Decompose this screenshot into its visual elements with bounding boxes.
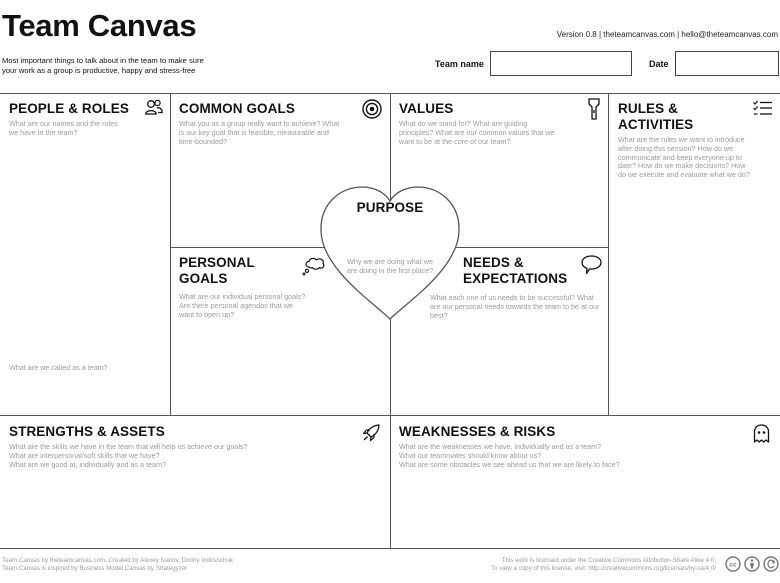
values-title: VALUES — [399, 101, 454, 116]
personal-goals-title-1: PERSONAL — [179, 255, 255, 270]
page-subtitle: Most important things to talk about in t… — [2, 56, 204, 75]
weaknesses-risks-hint-1: What are the weaknesses we have, individ… — [399, 442, 602, 451]
ghost-icon — [753, 424, 770, 443]
rules-activities-title-2: ACTIVITIES — [618, 117, 694, 132]
strengths-assets-hint-3: What are we good at, individually and as… — [9, 459, 167, 469]
needs-expectations-section[interactable]: NEEDS & EXPECTATIONS — [463, 255, 603, 287]
cc-icon: cc — [725, 556, 741, 572]
by-icon — [744, 556, 760, 572]
grid-line-v2 — [390, 93, 391, 548]
thought-bubble-icon — [302, 257, 325, 276]
footer-license: This work is licensed under the Creative… — [491, 557, 716, 572]
page-title: Team Canvas — [2, 8, 197, 43]
rules-activities-hint: What are the rules we want to introduce … — [618, 135, 750, 180]
date-label: Date — [649, 59, 669, 69]
people-icon — [145, 99, 163, 115]
grid-line-v3 — [608, 93, 609, 415]
common-goals-section[interactable]: COMMON GOALS What you as a group really … — [179, 101, 359, 146]
purpose-heart[interactable] — [319, 185, 461, 323]
grid-line-bottom — [0, 548, 780, 549]
rocket-icon — [362, 424, 380, 442]
checklist-icon — [753, 100, 772, 115]
needs-expectations-hint: What each one of us needs to be successf… — [430, 293, 600, 320]
strengths-assets-title: STRENGTHS & ASSETS — [9, 424, 165, 439]
rules-activities-section[interactable]: RULES & ACTIVITIES What are the rules we… — [618, 101, 753, 180]
purpose-hint: Why we are doing what we are doing in th… — [346, 257, 434, 275]
needs-expectations-title-2: EXPECTATIONS — [463, 271, 568, 286]
team-name-field[interactable] — [490, 51, 632, 76]
weaknesses-risks-hint-2: What our teammates should know about us? — [399, 450, 542, 460]
grid-line-v1 — [170, 93, 171, 415]
needs-expectations-title-1: NEEDS & — [463, 255, 524, 270]
flashlight-icon — [588, 98, 600, 120]
strengths-assets-hint-1: What are the skills we have in the team … — [9, 442, 248, 451]
common-goals-title: COMMON GOALS — [179, 101, 295, 116]
personal-goals-title-2: GOALS — [179, 271, 228, 286]
people-roles-hint: What are our names and the roles we have… — [9, 119, 118, 137]
personal-goals-section[interactable]: PERSONAL GOALS What are our individual p… — [179, 255, 339, 319]
sa-icon — [763, 556, 779, 572]
strengths-assets-section[interactable]: STRENGTHS & ASSETS What are the skills w… — [9, 424, 379, 469]
team-name-label: Team name — [435, 59, 484, 69]
common-goals-hint: What you as a group really want to achie… — [179, 119, 340, 146]
date-field[interactable] — [675, 51, 779, 76]
target-icon — [362, 99, 382, 119]
strengths-assets-hint-2: What are interpersonal/soft skills that … — [9, 450, 160, 460]
rules-activities-title-1: RULES & — [618, 101, 678, 116]
weaknesses-risks-hint-3: What are some obstacles we see ahead us … — [399, 459, 620, 469]
people-roles-section[interactable]: PEOPLE & ROLES What are our names and th… — [9, 101, 159, 138]
version-meta: Version 0.8 | theteamcanvas.com | hello@… — [556, 30, 778, 39]
values-section[interactable]: VALUES What do we stand for? What are gu… — [399, 101, 569, 146]
footer-credits: Team Canvas by theteamcanvas.com. Create… — [2, 557, 233, 572]
team-name-hint: What are we called as a team? — [9, 363, 108, 372]
weaknesses-risks-section[interactable]: WEAKNESSES & RISKS What are the weakness… — [399, 424, 769, 469]
speech-bubble-icon — [581, 255, 602, 275]
people-roles-title: PEOPLE & ROLES — [9, 101, 129, 116]
weaknesses-risks-title: WEAKNESSES & RISKS — [399, 424, 556, 439]
svg-text:cc: cc — [729, 562, 737, 569]
purpose-title: PURPOSE — [356, 200, 424, 215]
values-hint: What do we stand for? What are guiding p… — [399, 119, 555, 146]
personal-goals-hint: What are our individual personal goals? … — [179, 292, 306, 319]
